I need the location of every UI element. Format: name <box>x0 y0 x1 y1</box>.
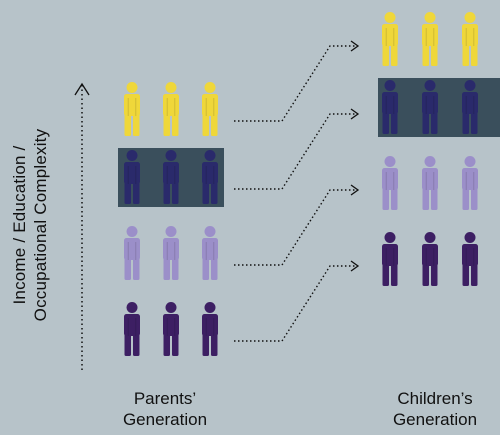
connector-arrowhead <box>350 108 360 120</box>
parents-label-line2: Generation <box>122 410 208 429</box>
connector-arrowhead <box>350 184 360 196</box>
child-figure-icon <box>382 156 398 210</box>
y-axis-label-line2: Occupational Complexity <box>31 128 50 322</box>
parent-figure-icon <box>124 82 140 136</box>
children-highlight-box <box>378 78 500 137</box>
child-figure-icon <box>462 12 478 66</box>
child-figure-icon <box>382 12 398 66</box>
parent-figure-icon <box>124 150 140 204</box>
child-figure-icon <box>382 80 398 134</box>
parent-figure-icon <box>163 150 179 204</box>
connector-line <box>234 265 356 342</box>
parent-figure-icon <box>202 150 218 204</box>
connector-arrowhead <box>350 260 360 272</box>
parent-figure-icon <box>202 302 218 356</box>
y-axis-arrowhead <box>74 82 90 96</box>
child-figure-icon <box>422 156 438 210</box>
child-figure-icon <box>462 232 478 286</box>
connector-line <box>234 45 356 122</box>
child-figure-icon <box>462 80 478 134</box>
parent-figure-icon <box>124 302 140 356</box>
connector-line <box>234 113 356 190</box>
children-label-line2: Generation <box>392 410 478 429</box>
child-figure-icon <box>422 12 438 66</box>
children-label-line1: Children’s <box>397 389 473 408</box>
child-figure-icon <box>462 156 478 210</box>
y-axis-label: Income / Education / Occupational Comple… <box>0 80 60 370</box>
parent-figure-icon <box>163 82 179 136</box>
child-figure-icon <box>422 80 438 134</box>
y-axis-label-line1: Income / Education / <box>10 145 29 305</box>
child-figure-icon <box>382 232 398 286</box>
parents-label-line1: Parents’ <box>133 389 197 408</box>
children-generation-label: Children’s Generation <box>370 388 500 430</box>
parents-generation-label: Parents’ Generation <box>100 388 230 430</box>
parent-figure-icon <box>202 82 218 136</box>
child-figure-icon <box>422 232 438 286</box>
parent-figure-icon <box>124 226 140 280</box>
parent-figure-icon <box>163 226 179 280</box>
parent-figure-icon <box>163 302 179 356</box>
connector-arrowhead <box>350 40 360 52</box>
connector-line <box>234 189 356 266</box>
parent-figure-icon <box>202 226 218 280</box>
